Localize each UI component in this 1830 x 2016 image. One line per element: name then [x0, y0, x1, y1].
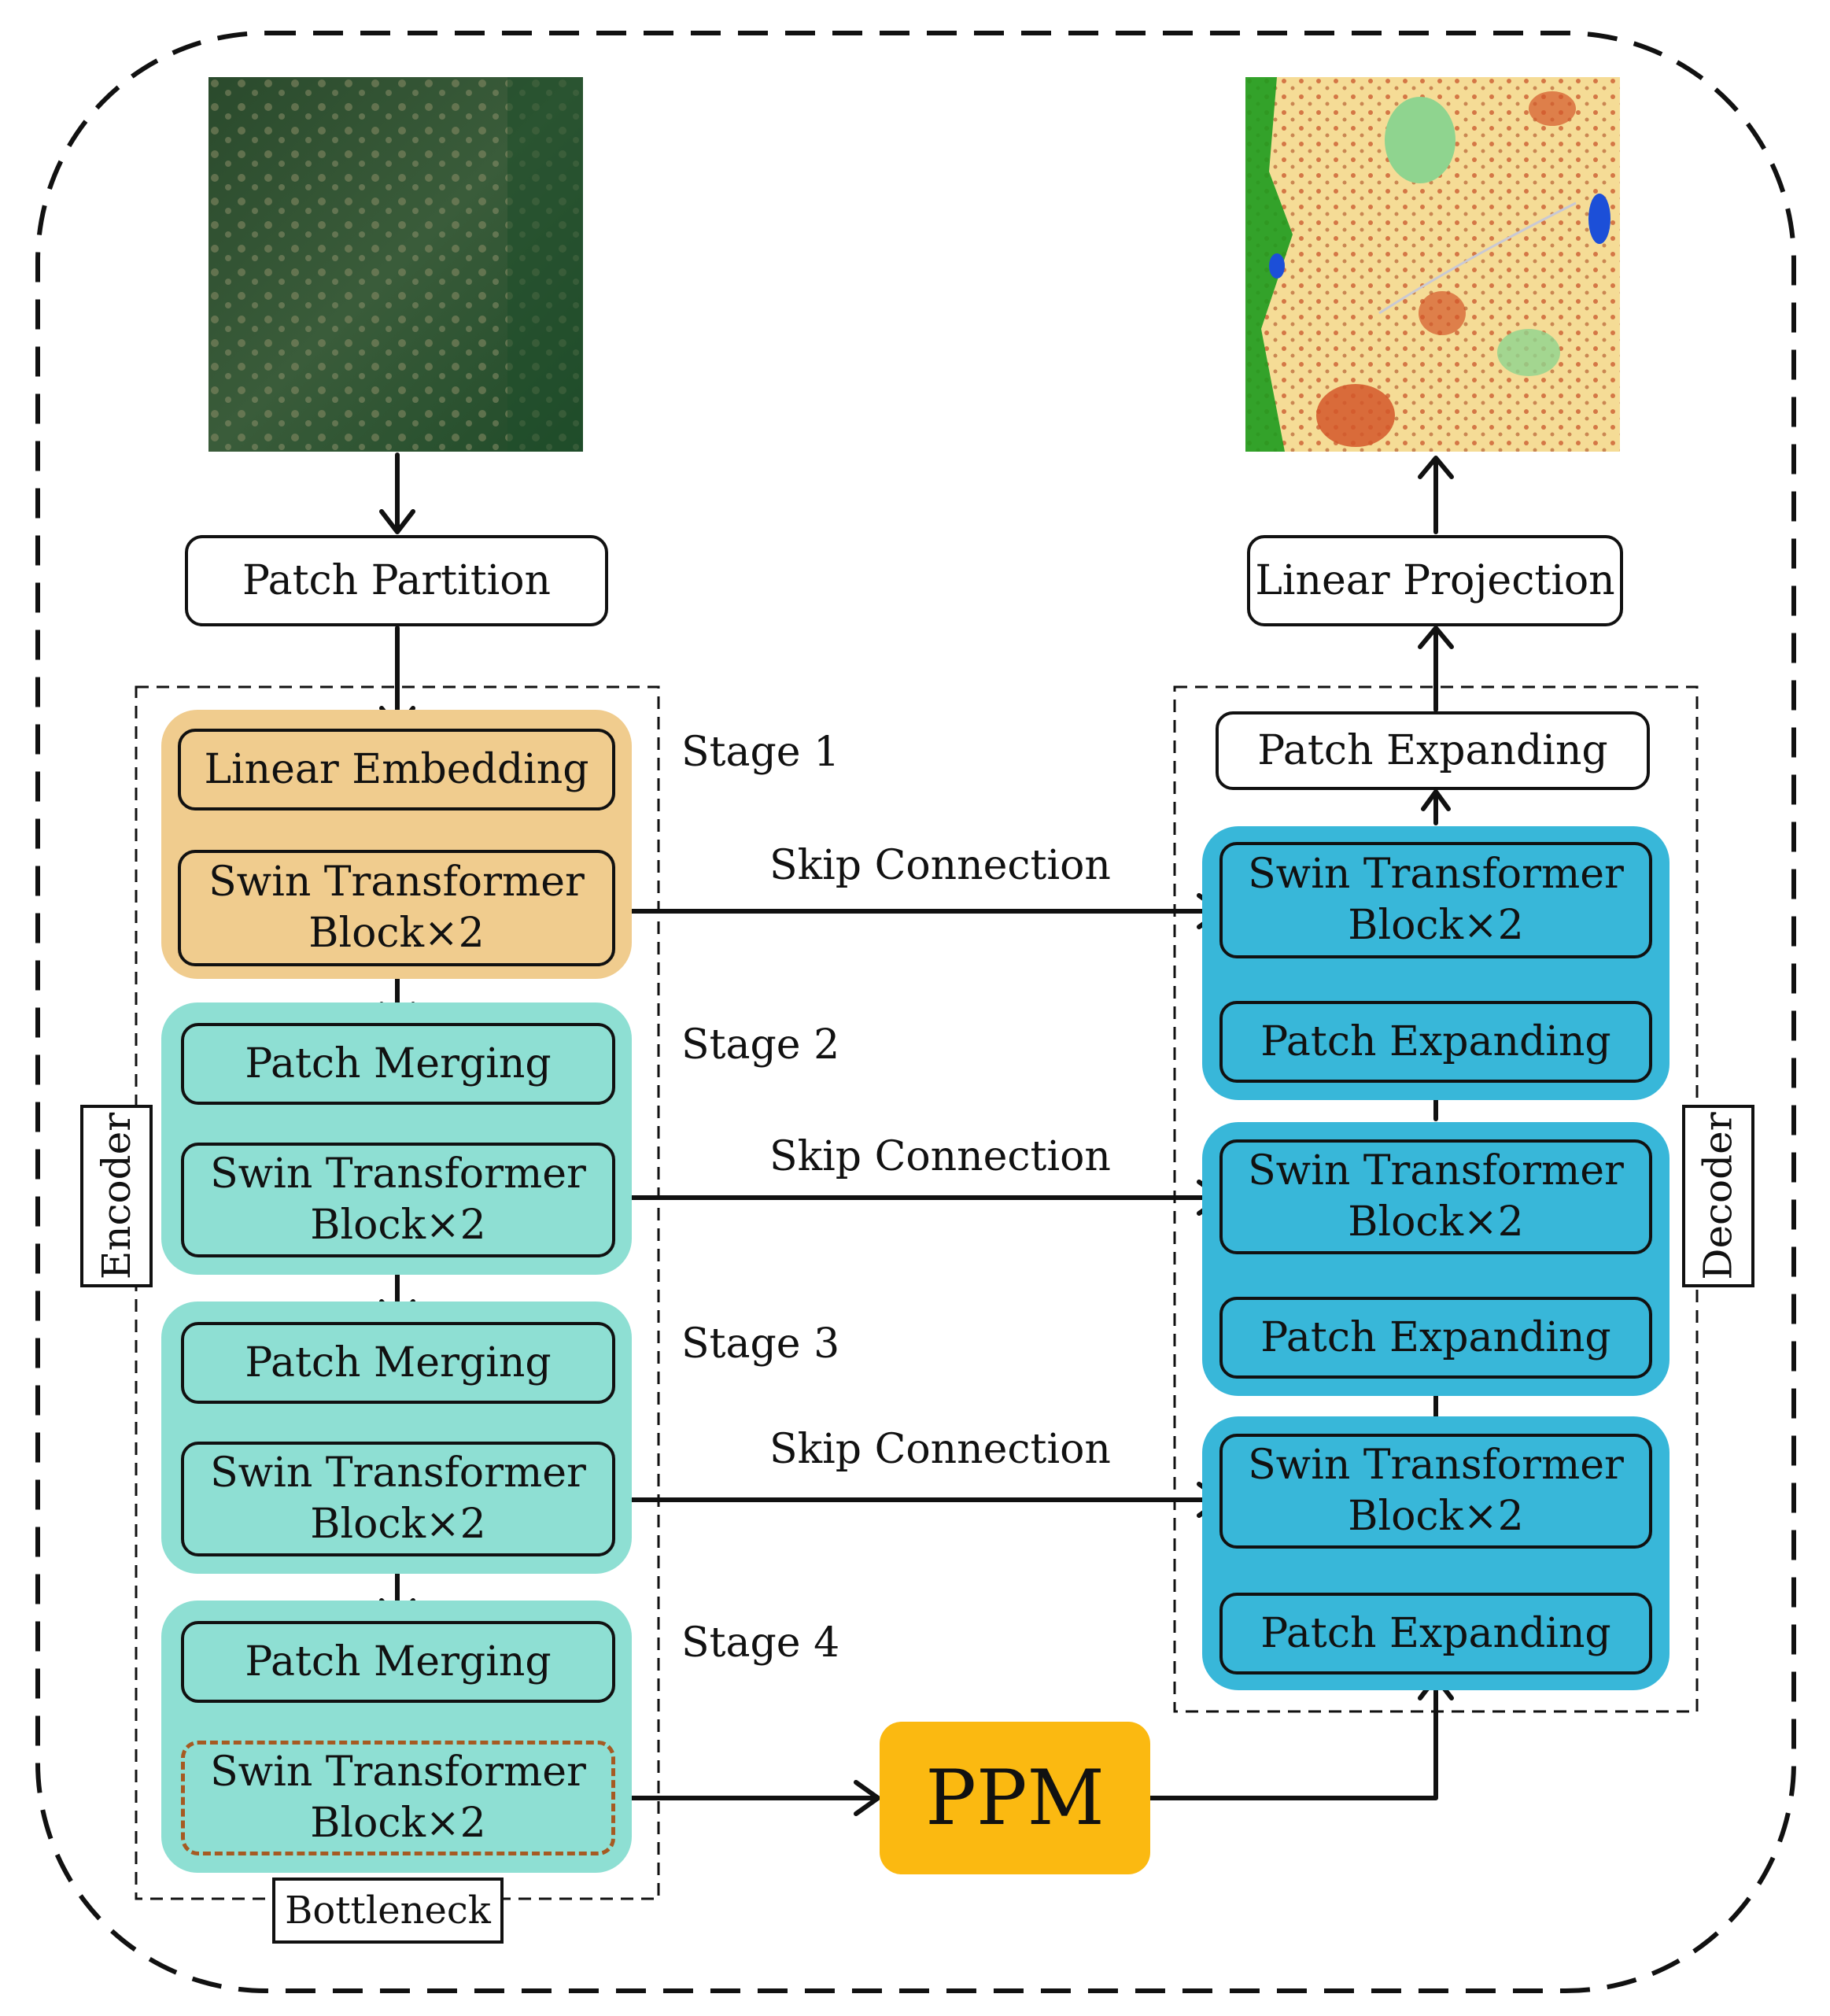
stage2-swin-block: Swin Transformer Block×2: [181, 1143, 615, 1257]
decoder-swin-block-1: Swin Transformer Block×2: [1219, 842, 1652, 958]
skip-connection-label-2: Skip Connection: [769, 1133, 1111, 1180]
stage3-patch-merging: Patch Merging: [181, 1322, 615, 1404]
stage3-swin-block: Swin Transformer Block×2: [181, 1442, 615, 1556]
decoder-patch-expanding-1: Patch Expanding: [1219, 1001, 1652, 1083]
skip-connection-label-1: Skip Connection: [769, 842, 1111, 889]
satellite-image: [208, 77, 583, 452]
ppm-module: PPM: [880, 1722, 1150, 1874]
bottleneck-swin-block: Swin Transformer Block×2: [181, 1741, 615, 1855]
stage-3-label: Stage 3: [681, 1320, 840, 1368]
decoder-patch-expanding-2: Patch Expanding: [1219, 1297, 1652, 1379]
bottleneck-label: Bottleneck: [272, 1878, 504, 1944]
decoder-label: Decoder: [1682, 1105, 1754, 1287]
decoder-top-patch-expanding: Patch Expanding: [1216, 711, 1650, 790]
encoder-label: Encoder: [80, 1105, 153, 1287]
satellite-image-icon: [208, 77, 583, 452]
stage-2-label: Stage 2: [681, 1021, 840, 1069]
linear-embedding-box: Linear Embedding: [178, 729, 615, 810]
segmentation-image: [1245, 77, 1620, 452]
skip-connection-label-3: Skip Connection: [769, 1426, 1111, 1473]
arrow-ppm-decoder: [1148, 1678, 1438, 1800]
decoder-swin-block-2: Swin Transformer Block×2: [1219, 1139, 1652, 1254]
encoder-label-text: Encoder: [94, 1112, 139, 1280]
patch-partition-box: Patch Partition: [185, 535, 608, 626]
stage4-patch-merging: Patch Merging: [181, 1621, 615, 1703]
decoder-patch-expanding-3: Patch Expanding: [1219, 1593, 1652, 1674]
linear-projection-box: Linear Projection: [1247, 535, 1623, 626]
stage-1-label: Stage 1: [681, 729, 840, 776]
stage2-patch-merging: Patch Merging: [181, 1023, 615, 1105]
stage1-swin-block: Swin Transformer Block×2: [178, 850, 615, 966]
segmentation-map-icon: [1245, 77, 1620, 452]
stage-4-label: Stage 4: [681, 1619, 840, 1667]
decoder-label-text: Decoder: [1695, 1112, 1741, 1280]
outer-frame: [35, 31, 1796, 1993]
decoder-swin-block-3: Swin Transformer Block×2: [1219, 1434, 1652, 1549]
